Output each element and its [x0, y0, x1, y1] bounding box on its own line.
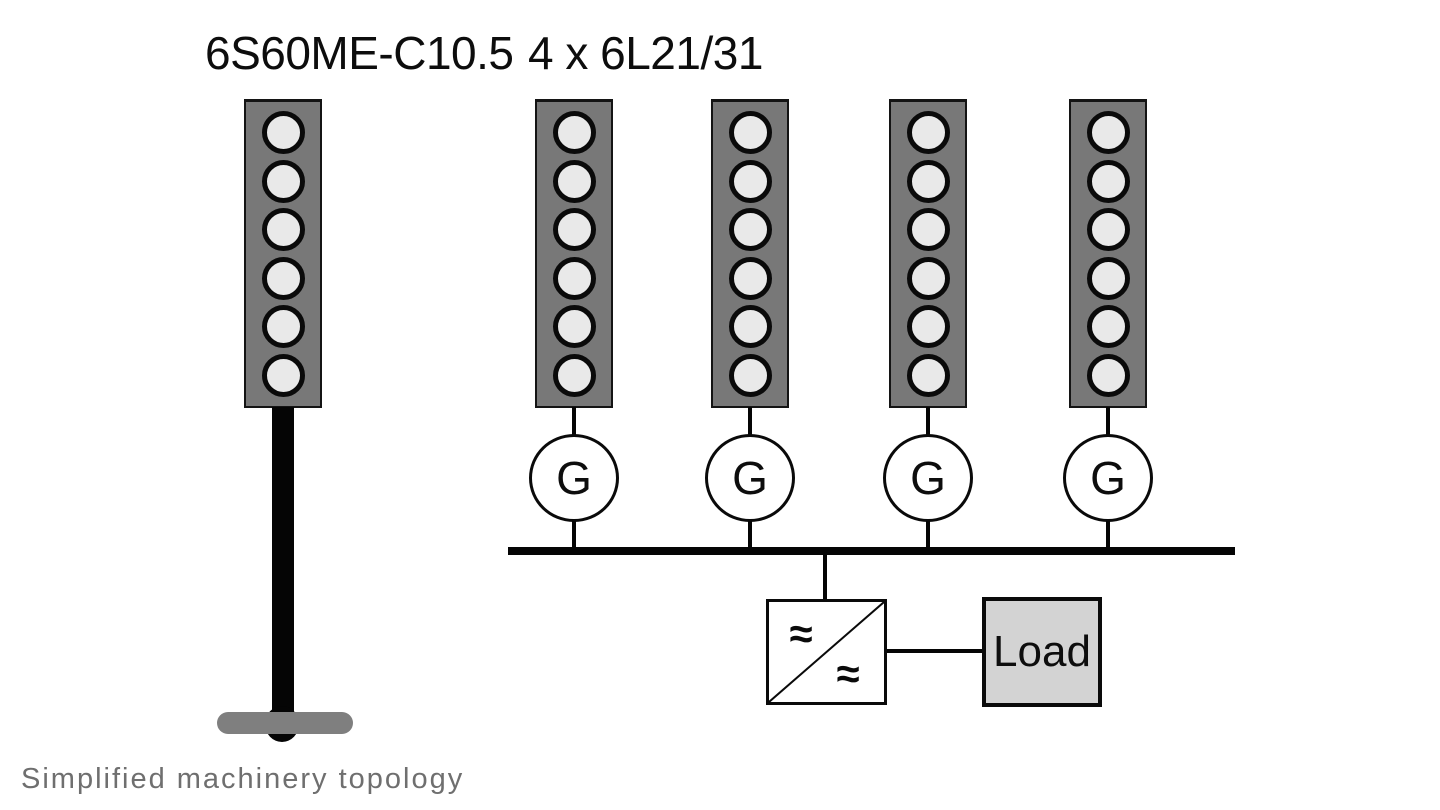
genset-engine-1 [535, 99, 613, 408]
cylinder [552, 111, 596, 154]
propeller-shaft [272, 407, 294, 719]
cylinder [261, 208, 305, 252]
genset-engine-2 [711, 99, 789, 408]
cylinder [261, 353, 305, 397]
load-box: Load [982, 597, 1102, 707]
cylinder [728, 256, 772, 300]
figure-caption: Simplified machinery topology [21, 763, 465, 795]
generator-4-symbol: G [1063, 434, 1153, 522]
cylinder [1086, 111, 1130, 154]
busbar-to-converter-line [823, 555, 827, 599]
converter-to-load-line [887, 649, 982, 653]
cylinder [1086, 353, 1130, 397]
cylinder [906, 159, 950, 203]
main-engine-title: 6S60ME-C10.5 [205, 27, 514, 79]
genset-2-generator-to-busbar-line [748, 521, 752, 549]
cylinder [552, 159, 596, 203]
load-label: Load [993, 627, 1091, 676]
converter-input-approx-symbol: ≈ [789, 610, 813, 657]
propeller [217, 712, 353, 734]
generator-3-symbol: G [883, 434, 973, 522]
gensets-title: 4 x 6L21/31 [528, 27, 763, 79]
cylinder [552, 208, 596, 252]
cylinder [1086, 159, 1130, 203]
cylinder [728, 159, 772, 203]
genset-engine-4 [1069, 99, 1147, 408]
cylinder [906, 111, 950, 154]
cylinder [906, 256, 950, 300]
cylinder [728, 111, 772, 154]
cylinder [261, 111, 305, 154]
genset-1-engine-to-generator-line [572, 407, 576, 435]
cylinder [1086, 208, 1130, 252]
genset-3-generator-to-busbar-line [926, 521, 930, 549]
generator-2-label: G [732, 452, 768, 504]
cylinder [1086, 256, 1130, 300]
generator-2-symbol: G [705, 434, 795, 522]
genset-4-engine-to-generator-line [1106, 407, 1110, 435]
cylinder [906, 305, 950, 349]
cylinder [261, 159, 305, 203]
generator-1-symbol: G [529, 434, 619, 522]
main-busbar [508, 547, 1235, 555]
cylinder [552, 305, 596, 349]
genset-engine-3 [889, 99, 967, 408]
generator-4-label: G [1090, 452, 1126, 504]
main-engine-block [244, 99, 322, 408]
cylinder [728, 353, 772, 397]
cylinder [552, 353, 596, 397]
genset-4-generator-to-busbar-line [1106, 521, 1110, 549]
converter-diagonal-line [769, 602, 884, 702]
genset-3-engine-to-generator-line [926, 407, 930, 435]
frequency-converter-box: ≈ ≈ [766, 599, 887, 705]
cylinder [552, 256, 596, 300]
genset-1-generator-to-busbar-line [572, 521, 576, 549]
cylinder [728, 305, 772, 349]
cylinder [261, 305, 305, 349]
cylinder [906, 208, 950, 252]
cylinder [906, 353, 950, 397]
genset-2-engine-to-generator-line [748, 407, 752, 435]
generator-1-label: G [556, 452, 592, 504]
cylinder [728, 208, 772, 252]
generator-3-label: G [910, 452, 946, 504]
cylinder [1086, 305, 1130, 349]
converter-output-approx-symbol: ≈ [836, 650, 860, 697]
cylinder [261, 256, 305, 300]
